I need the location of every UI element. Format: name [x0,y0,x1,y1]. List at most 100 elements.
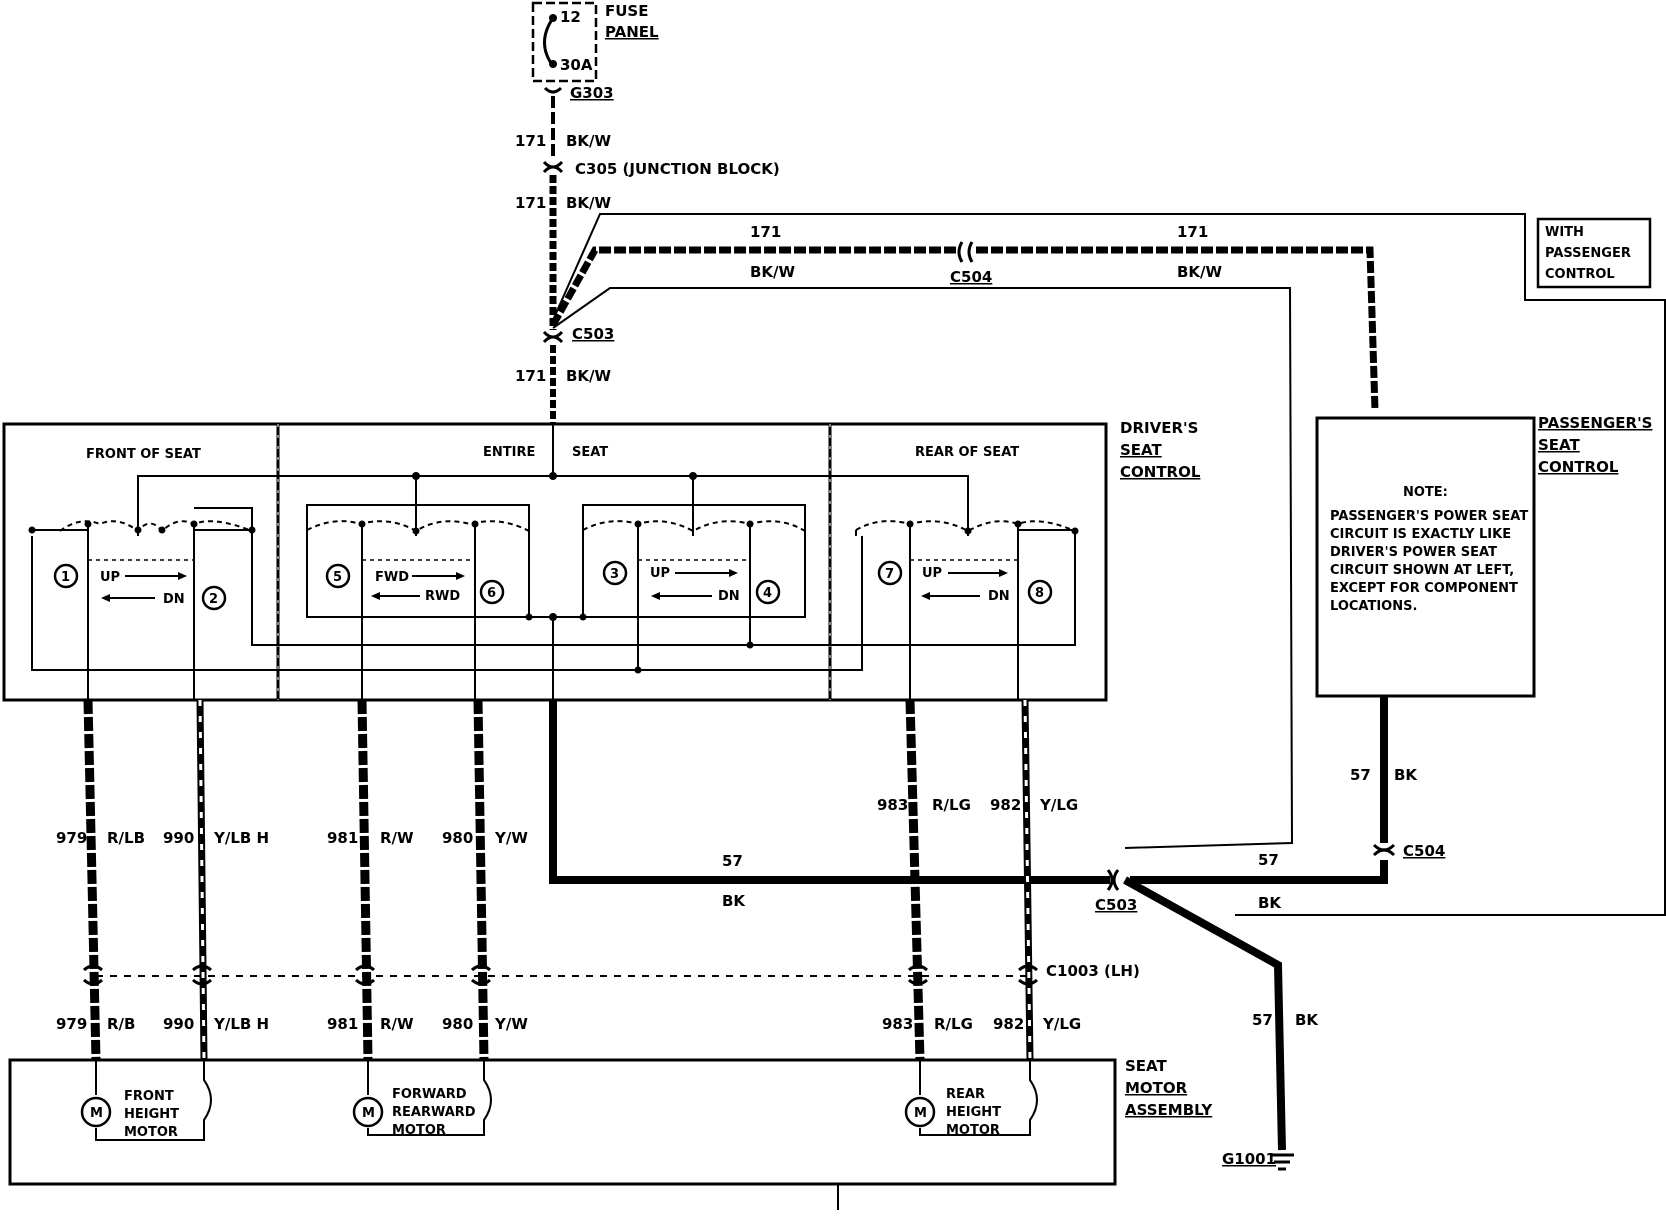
c1003-label: C1003 (LH) [1046,962,1140,980]
entire-seat-label-a: ENTIRE [483,445,535,460]
svg-text:HEIGHT: HEIGHT [946,1105,1001,1120]
svg-text:Y/LB H: Y/LB H [213,1015,269,1033]
front-of-seat-label: FRONT OF SEAT [86,447,201,462]
front-height-switch: 1 2 UP DN [28,507,1076,700]
svg-text:M: M [90,1106,103,1121]
svg-text:982: 982 [993,1015,1024,1033]
passenger-feed-wires: 171 171 BK/W BK/W C504 [549,213,1666,916]
svg-text:WITH: WITH [1545,225,1584,240]
fuse-rating: 30A [560,56,593,74]
svg-text:HEIGHT: HEIGHT [124,1107,179,1122]
svg-text:DN: DN [718,589,740,604]
svg-text:DRIVER'S: DRIVER'S [1120,419,1198,437]
svg-text:FORWARD: FORWARD [392,1087,467,1102]
svg-text:1: 1 [61,570,70,585]
svg-text:FWD: FWD [375,570,409,585]
svg-text:BK: BK [1295,1011,1319,1029]
svg-text:980: 980 [442,829,473,847]
svg-text:BK/W: BK/W [750,263,796,281]
seat-motor-assembly: SEAT MOTOR ASSEMBLY M FRONT HEIGHT MOTOR… [8,1057,1213,1210]
svg-text:171: 171 [1177,223,1208,241]
svg-text:PASSENGER'S: PASSENGER'S [1538,414,1652,432]
svg-text:7: 7 [885,567,894,582]
svg-text:UP: UP [100,570,120,585]
svg-text:BK: BK [1394,766,1418,784]
svg-text:171: 171 [515,194,546,212]
svg-text:PASSENGER'S POWER SEAT: PASSENGER'S POWER SEAT [1330,509,1528,524]
svg-text:SEAT: SEAT [1538,436,1580,454]
svg-text:FRONT: FRONT [124,1089,174,1104]
c504-upper-label: C504 [950,268,992,286]
svg-text:Y/W: Y/W [494,829,528,847]
entire-seat-label-b: SEAT [572,445,608,460]
forward-rearward-switch: 5 6 FWD RWD [306,504,533,700]
svg-text:57: 57 [1258,851,1279,869]
svg-text:EXCEPT FOR COMPONENT: EXCEPT FOR COMPONENT [1330,581,1518,596]
svg-text:990: 990 [163,829,194,847]
entire-seat-height-switch: 3 4 UP DN [579,504,806,674]
svg-text:CONTROL: CONTROL [1538,458,1619,476]
with-passenger-control-tag: WITH PASSENGER CONTROL [1536,217,1652,289]
svg-text:990: 990 [163,1015,194,1033]
svg-text:MOTOR: MOTOR [946,1123,1000,1138]
svg-text:CONTROL: CONTROL [1120,463,1201,481]
c305-label: C305 (JUNCTION BLOCK) [575,160,780,178]
svg-text:Y/LG: Y/LG [1042,1015,1081,1033]
svg-text:983: 983 [877,796,908,814]
svg-text:57: 57 [1252,1011,1273,1029]
svg-text:980: 980 [442,1015,473,1033]
splice-g303-label: G303 [570,84,614,102]
fuse-number: 12 [560,8,581,26]
motor-icon [352,1096,384,1128]
svg-text:BK/W: BK/W [566,132,612,150]
svg-text:LOCATIONS.: LOCATIONS. [1330,599,1417,614]
rear-height-switch: 7 8 UP DN [855,520,1079,700]
svg-text:BK/W: BK/W [1177,263,1223,281]
svg-text:981: 981 [327,829,358,847]
svg-text:CIRCUIT IS EXACTLY LIKE: CIRCUIT IS EXACTLY LIKE [1330,527,1511,542]
svg-text:M: M [914,1106,927,1121]
fuse-element-icon [543,17,555,67]
svg-text:3: 3 [610,567,619,582]
svg-text:6: 6 [487,586,496,601]
forward-rearward-motor: M FORWARD REARWARD MOTOR [352,1060,492,1138]
svg-text:979: 979 [56,829,87,847]
svg-text:171: 171 [750,223,781,241]
c1003-connector-icons [83,964,1038,986]
svg-text:981: 981 [327,1015,358,1033]
svg-text:Y/LG: Y/LG [1039,796,1078,814]
svg-text:M: M [362,1106,375,1121]
svg-text:RWD: RWD [425,589,460,604]
motor-wires: 979 R/LB 990 Y/LB H 981 R/W 980 Y/W 983 … [56,699,1140,1061]
svg-text:UP: UP [922,566,942,581]
svg-text:DN: DN [988,589,1010,604]
svg-text:R/B: R/B [107,1015,135,1033]
svg-text:4: 4 [763,586,772,601]
passengers-seat-control: PASSENGER'S SEAT CONTROL NOTE: PASSENGER… [1130,414,1652,912]
svg-text:57: 57 [1350,766,1371,784]
fuse-panel-title-2: PANEL [605,23,659,41]
svg-text:ASSEMBLY: ASSEMBLY [1125,1101,1213,1119]
ground-wire-57: 57 BK C503 57 BK G1001 [549,700,1319,1171]
svg-text:Y/LB H: Y/LB H [213,829,269,847]
svg-text:MOTOR: MOTOR [392,1123,446,1138]
fuse-panel-title-1: FUSE [605,2,648,20]
drivers-seat-control: FRONT OF SEAT ENTIRE SEAT REAR OF SEAT D… [2,419,1201,702]
svg-text:CIRCUIT SHOWN AT LEFT,: CIRCUIT SHOWN AT LEFT, [1330,563,1514,578]
svg-text:R/LG: R/LG [934,1015,973,1033]
svg-text:BK/W: BK/W [566,367,612,385]
svg-text:5: 5 [333,570,342,585]
c504-lower-label: C504 [1403,842,1445,860]
svg-text:2: 2 [209,592,218,607]
g1001-label: G1001 [1222,1150,1276,1168]
svg-text:R/W: R/W [380,1015,414,1033]
svg-text:UP: UP [650,566,670,581]
svg-text:982: 982 [990,796,1021,814]
svg-text:Y/W: Y/W [494,1015,528,1033]
svg-text:983: 983 [882,1015,913,1033]
svg-text:SEAT: SEAT [1120,441,1162,459]
svg-text:R/W: R/W [380,829,414,847]
svg-text:57: 57 [722,852,743,870]
svg-text:BK/W: BK/W [566,194,612,212]
